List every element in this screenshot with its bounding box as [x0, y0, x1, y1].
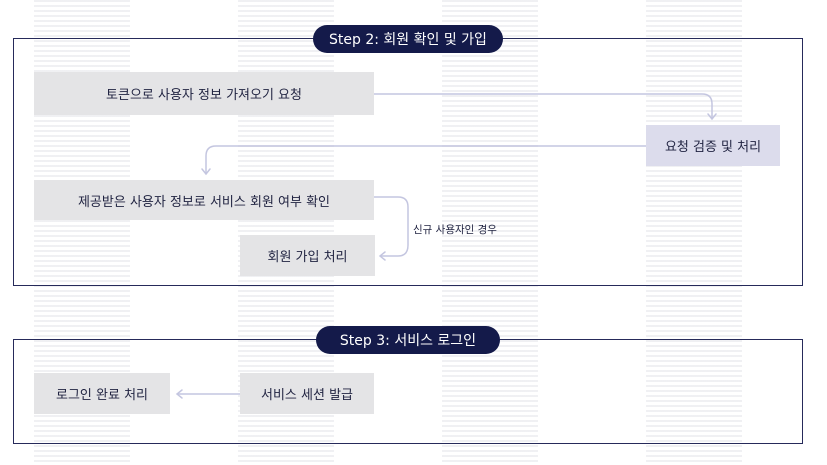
new-user-note: 신규 사용자인 경우	[413, 224, 497, 236]
signup-process-box: 회원 가입 처리	[240, 235, 375, 276]
arrowhead-check	[201, 168, 211, 176]
step2-badge: Step 2: 회원 확인 및 가입	[313, 25, 503, 53]
issue-session-box: 서비스 세션 발급	[240, 373, 374, 414]
verify-process-box: 요청 검증 및 처리	[646, 125, 780, 166]
login-complete-box: 로그인 완료 처리	[34, 373, 170, 414]
arrow-check-to-signup	[374, 196, 409, 257]
arrowhead-verify	[707, 113, 717, 121]
arrow-request-to-verify	[374, 93, 713, 118]
check-membership-box: 제공받은 사용자 정보로 서비스 회원 여부 확인	[34, 180, 374, 220]
arrowhead-signup	[378, 251, 386, 261]
arrowhead-login	[175, 389, 183, 399]
background-stripe	[442, 0, 538, 465]
background-stripe	[646, 0, 742, 465]
step3-badge: Step 3: 서비스 로그인	[316, 326, 500, 354]
request-user-info-box: 토큰으로 사용자 정보 가져오기 요청	[34, 72, 374, 115]
arrow-verify-to-check	[205, 145, 646, 173]
